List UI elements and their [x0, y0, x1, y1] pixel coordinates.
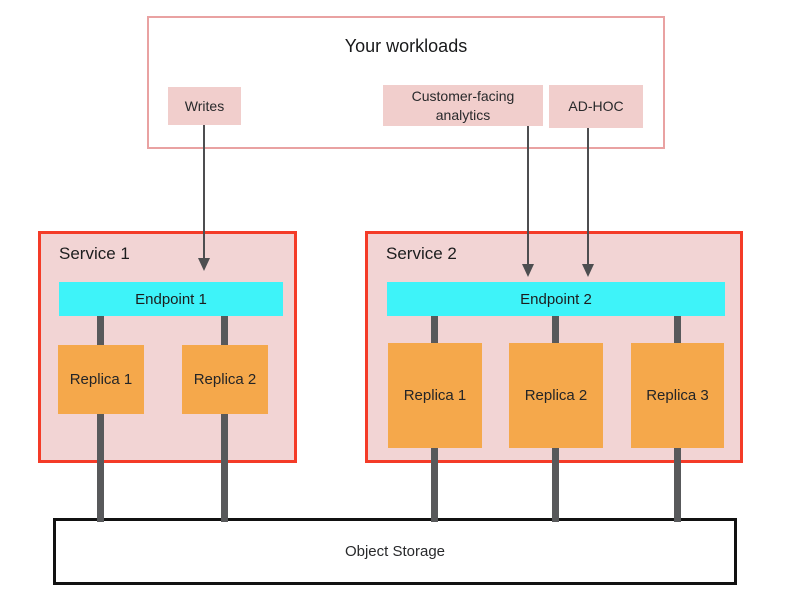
service-2-box: Service 2 Endpoint 2 Replica 1 Replica 2… — [365, 231, 743, 463]
workload-chip-ad-hoc: AD-HOC — [549, 85, 643, 128]
workload-chip-writes: Writes — [168, 87, 241, 125]
arrow-adhoc-to-endpoint2 — [587, 128, 589, 264]
connector-s1-replica2-storage — [221, 457, 228, 522]
service-2-replica-2: Replica 2 — [509, 343, 603, 448]
arrow-head-icon — [198, 258, 210, 271]
service-1-box: Service 1 Endpoint 1 Replica 1 Replica 2 — [38, 231, 297, 463]
endpoint-2-bar: Endpoint 2 — [387, 282, 725, 316]
service-1-replica-2: Replica 2 — [182, 345, 268, 414]
connector-s2-replica2-storage — [552, 457, 559, 522]
service-1-replica-1: Replica 1 — [58, 345, 144, 414]
connector-s2-replica3-storage — [674, 457, 681, 522]
arrow-head-icon — [522, 264, 534, 277]
object-storage-label: Object Storage — [344, 543, 446, 560]
arrow-writes-to-endpoint1 — [203, 125, 205, 258]
workloads-box: Your workloads Writes Customer-facing an… — [147, 16, 665, 149]
arrow-head-icon — [582, 264, 594, 277]
service-2-replica-1: Replica 1 — [388, 343, 482, 448]
object-storage-box: Object Storage — [53, 518, 737, 585]
workload-chip-customer-facing-analytics: Customer-facing analytics — [383, 85, 543, 126]
service-2-title: Service 2 — [386, 244, 457, 263]
service-1-title: Service 1 — [59, 244, 130, 263]
connector-s2-replica1-storage — [431, 457, 438, 522]
workloads-title: Your workloads — [344, 36, 468, 56]
endpoint-1-bar: Endpoint 1 — [59, 282, 283, 316]
connector-s1-replica1-storage — [97, 457, 104, 522]
service-2-replica-3: Replica 3 — [631, 343, 724, 448]
arrow-analytics-to-endpoint2 — [527, 126, 529, 264]
